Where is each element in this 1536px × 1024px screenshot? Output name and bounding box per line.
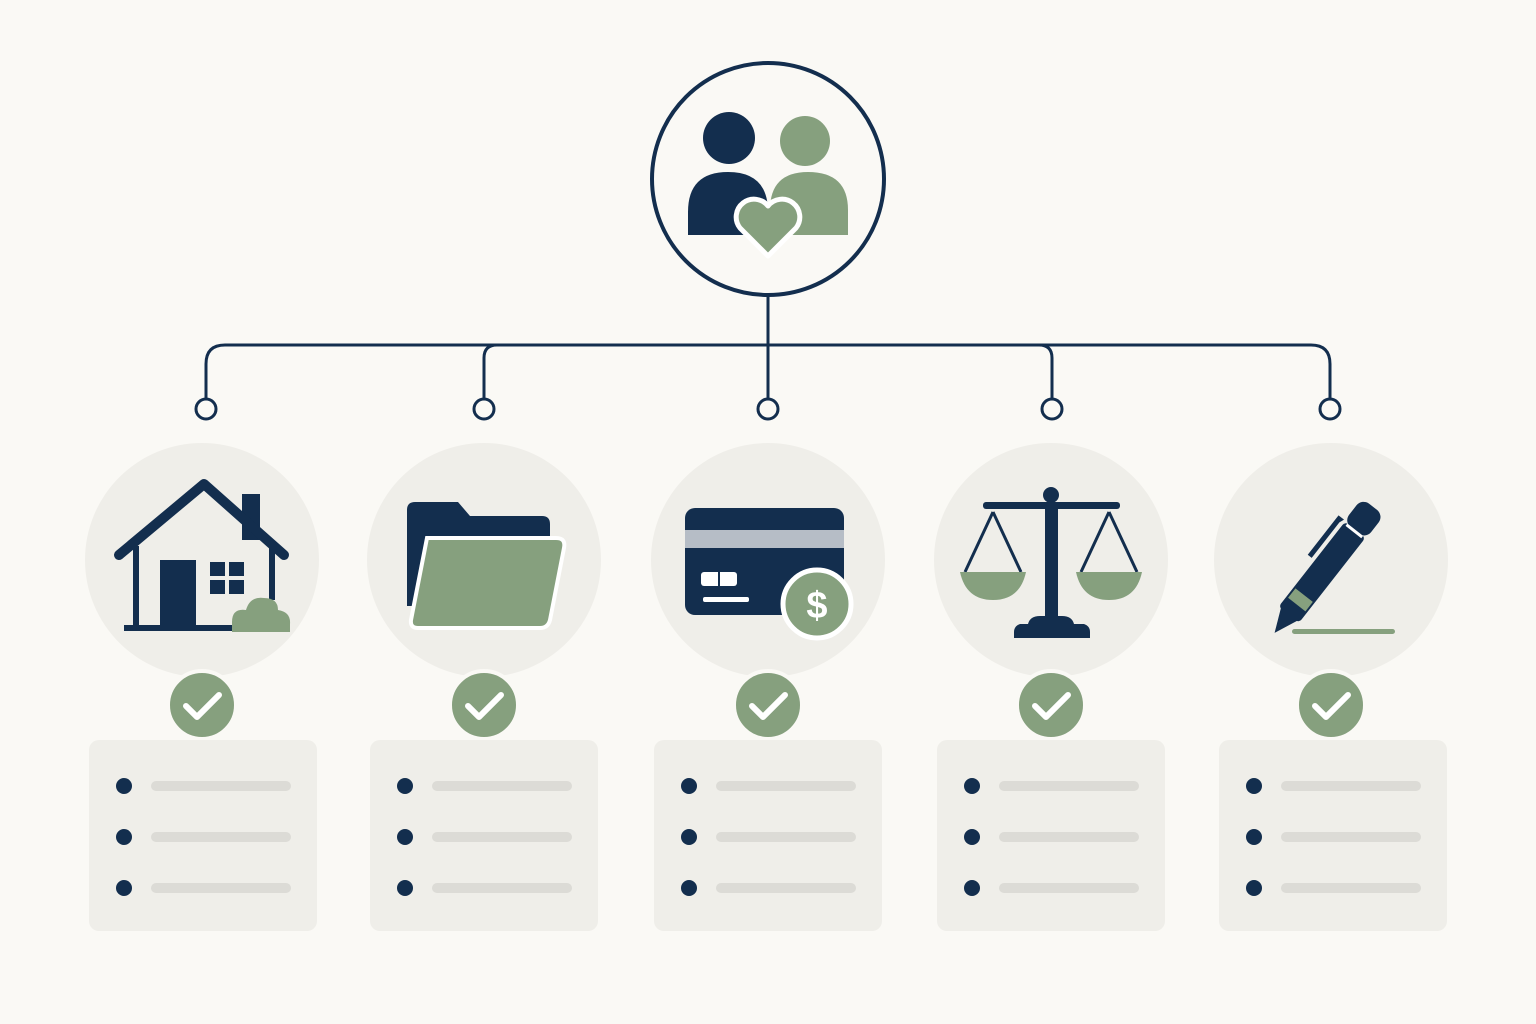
bullet-dot bbox=[1246, 778, 1262, 794]
connector-node-5 bbox=[1318, 397, 1342, 421]
bullet-dot bbox=[397, 880, 413, 896]
house-icon bbox=[114, 479, 291, 632]
branch-house bbox=[85, 443, 319, 677]
root-node bbox=[650, 61, 886, 297]
check-badge-legal bbox=[1015, 669, 1087, 741]
bullet-dot bbox=[116, 778, 132, 794]
checklist-card-documents bbox=[370, 740, 598, 931]
placeholder-line bbox=[716, 832, 856, 842]
svg-text:$: $ bbox=[806, 585, 827, 627]
connector-branch-4 bbox=[1037, 343, 1054, 401]
bullet-dot bbox=[681, 829, 697, 845]
branch-card: $ bbox=[651, 443, 885, 677]
check-badge-property bbox=[166, 669, 238, 741]
check-badge-agreement bbox=[1295, 669, 1367, 741]
checkmark-icon bbox=[183, 692, 222, 720]
check-badge-finances bbox=[732, 669, 804, 741]
credit-card-dollar-icon: $ bbox=[685, 508, 854, 641]
placeholder-line bbox=[1281, 781, 1421, 791]
placeholder-line bbox=[999, 781, 1139, 791]
root-circle bbox=[650, 61, 886, 297]
connector-bus bbox=[204, 343, 1332, 401]
bullet-dot bbox=[681, 880, 697, 896]
bullet-dot bbox=[681, 778, 697, 794]
bullet-dot bbox=[964, 778, 980, 794]
placeholder-line bbox=[151, 832, 291, 842]
bullet-dot bbox=[116, 880, 132, 896]
checkmark-icon bbox=[465, 692, 504, 720]
connector-node-4 bbox=[1040, 397, 1064, 421]
placeholder-line bbox=[432, 832, 572, 842]
placeholder-line bbox=[151, 883, 291, 893]
connector-tree bbox=[194, 294, 1342, 421]
bullet-dot bbox=[1246, 829, 1262, 845]
bullet-dot bbox=[964, 829, 980, 845]
bullet-dot bbox=[964, 880, 980, 896]
bullet-dot bbox=[397, 778, 413, 794]
connector-node-3 bbox=[756, 397, 780, 421]
bullet-dot bbox=[1246, 880, 1262, 896]
placeholder-line bbox=[716, 781, 856, 791]
checkmark-icon bbox=[1312, 692, 1351, 720]
bullet-dot bbox=[397, 829, 413, 845]
check-badge-documents bbox=[448, 669, 520, 741]
branch-pen bbox=[1214, 443, 1448, 677]
checkmark-icon bbox=[749, 692, 788, 720]
connector-node-2 bbox=[472, 397, 496, 421]
checklist-card-legal bbox=[937, 740, 1165, 931]
scales-of-justice-icon bbox=[960, 487, 1142, 638]
checkmark-icon bbox=[1032, 692, 1071, 720]
placeholder-line bbox=[432, 781, 572, 791]
house-circle bbox=[85, 443, 319, 677]
placeholder-line bbox=[999, 832, 1139, 842]
pen-signature-icon bbox=[1274, 501, 1395, 634]
placeholder-line bbox=[1281, 832, 1421, 842]
placeholder-line bbox=[151, 781, 291, 791]
check-badges bbox=[166, 669, 1367, 741]
placeholder-line bbox=[1281, 883, 1421, 893]
checklist-card-property bbox=[89, 740, 317, 931]
folder-icon bbox=[407, 502, 567, 630]
placeholder-line bbox=[999, 883, 1139, 893]
checklist-card-agreement bbox=[1219, 740, 1447, 931]
placeholder-line bbox=[432, 883, 572, 893]
connector-node-1 bbox=[194, 397, 218, 421]
bullet-dot bbox=[116, 829, 132, 845]
placeholder-line bbox=[716, 883, 856, 893]
connector-branch-2 bbox=[482, 343, 499, 401]
branch-scales bbox=[934, 443, 1168, 677]
checklist-cards bbox=[89, 740, 1447, 931]
couple-heart-icon bbox=[688, 112, 848, 259]
branch-folder bbox=[367, 443, 601, 677]
checklist-card-finances bbox=[654, 740, 882, 931]
